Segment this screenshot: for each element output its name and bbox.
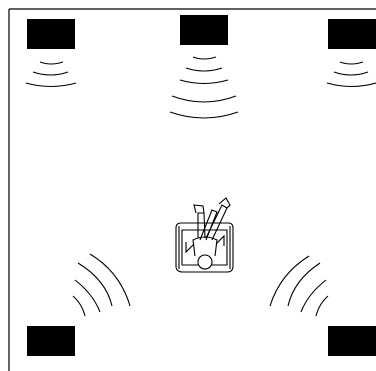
speaker-front-center-box	[180, 15, 228, 45]
speaker-front-right	[326, 19, 376, 88]
person-right-arm	[215, 234, 225, 246]
person-leg-left	[197, 212, 206, 239]
speaker-rear-right	[269, 255, 376, 356]
person-foot-right	[218, 197, 231, 209]
sound-waves-front-right	[326, 61, 376, 88]
frame	[8, 8, 376, 371]
speaker-rear-left	[27, 253, 131, 356]
speaker-front-right-box	[328, 19, 376, 49]
person-leg-left-upper	[199, 209, 218, 241]
person-foot-left	[193, 204, 205, 214]
speaker-front-center	[169, 15, 239, 119]
person-leg-right	[205, 204, 228, 241]
armchair-seat	[181, 229, 228, 266]
armchair-outline	[175, 222, 234, 273]
speaker-front-left-box	[27, 19, 75, 49]
speaker-front-left	[25, 19, 77, 88]
person-head	[197, 254, 213, 270]
sound-waves-rear-left	[72, 253, 131, 317]
listener-in-armchair	[175, 197, 234, 273]
person	[185, 197, 231, 270]
person-left-arm	[185, 242, 195, 254]
person-torso	[192, 236, 218, 257]
speaker-rear-right-box	[328, 326, 376, 356]
sound-waves-front-left	[25, 61, 77, 88]
sound-waves-rear-right	[269, 255, 329, 317]
speaker-rear-left-box	[27, 326, 75, 356]
sound-waves-front-center	[169, 56, 239, 119]
